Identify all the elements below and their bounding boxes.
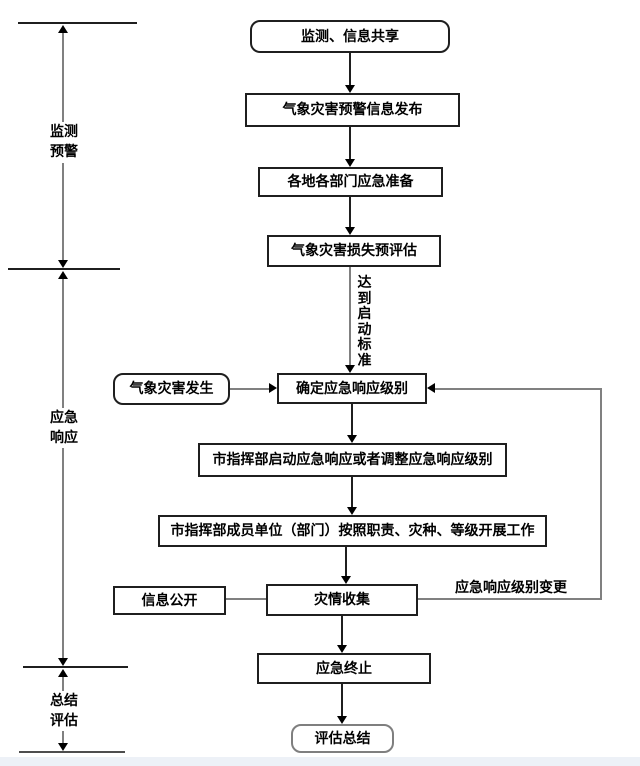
- flow-arrowhead-left: [427, 383, 435, 393]
- axis-arrowhead-up: [58, 271, 68, 279]
- node-info-disclosure: 信息公开: [113, 586, 226, 615]
- flow-connector-line: [349, 127, 351, 159]
- axis-arrowhead-up: [58, 669, 68, 677]
- side-connector-line: [230, 388, 269, 390]
- edge-label-level-change: 应急响应级别变更: [455, 580, 567, 596]
- node-warning-release: 气象灾害预警信息发布: [245, 93, 460, 127]
- phase-label-monitoring: 监测 预警: [40, 122, 88, 162]
- flow-connector-line: [345, 547, 347, 576]
- flow-arrowhead-down: [345, 365, 355, 373]
- axis-line-segment: [62, 448, 64, 658]
- phase-label-line: 评估: [50, 713, 78, 729]
- node-terminate: 应急终止: [257, 653, 431, 684]
- axis-line-segment: [62, 677, 64, 691]
- node-collect-disaster: 灾情收集: [266, 584, 418, 616]
- node-start-response: 市指挥部启动应急响应或者调整应急响应级别: [198, 443, 507, 477]
- flow-arrowhead-down: [347, 507, 357, 515]
- axis-arrowhead-down: [58, 743, 68, 751]
- flow-arrowhead-down: [337, 645, 347, 653]
- axis-line-segment: [62, 163, 64, 260]
- phase-divider: [8, 268, 120, 270]
- side-connector-line: [226, 598, 266, 600]
- node-pre-assessment: 气象灾害损失预评估: [267, 235, 441, 267]
- flow-connector-line: [349, 53, 351, 85]
- phase-label-line: 监测: [50, 124, 78, 140]
- flow-arrowhead-right: [269, 383, 277, 393]
- flow-arrowhead-down: [347, 435, 357, 443]
- axis-arrowhead-down: [58, 658, 68, 666]
- feedback-loop-vertical-line: [600, 389, 602, 600]
- phase-label-line: 响应: [50, 430, 78, 446]
- flow-connector-line: [341, 684, 343, 716]
- feedback-loop-bottom-line: [418, 598, 602, 600]
- node-preparation: 各地各部门应急准备: [258, 167, 443, 197]
- flow-connector-line: [349, 197, 351, 227]
- flow-arrowhead-down: [341, 576, 351, 584]
- axis-bottom-line: [19, 751, 125, 753]
- feedback-loop-top-line: [435, 388, 602, 390]
- flow-arrowhead-down: [345, 227, 355, 235]
- bottom-strip: [0, 757, 640, 766]
- node-determine-level: 确定应急响应级别: [277, 373, 427, 404]
- axis-line-segment: [62, 33, 64, 122]
- node-start: 监测、信息共享: [250, 20, 450, 53]
- node-members-work: 市指挥部成员单位（部门）按照职责、灾种、等级开展工作: [158, 515, 547, 547]
- phase-divider: [23, 666, 128, 668]
- flow-arrowhead-down: [337, 716, 347, 724]
- flow-connector-line: [349, 267, 351, 365]
- flow-arrowhead-down: [345, 85, 355, 93]
- phase-label-line: 预警: [50, 144, 78, 160]
- phase-label-line: 总结: [50, 693, 78, 709]
- node-evaluate: 评估总结: [291, 724, 394, 753]
- axis-line-segment: [62, 279, 64, 408]
- node-disaster-occurs: 气象灾害发生: [113, 373, 230, 405]
- phase-label-response: 应急 响应: [40, 408, 88, 448]
- flow-arrowhead-down: [345, 159, 355, 167]
- flow-connector-line: [341, 616, 343, 645]
- phase-label-summary: 总结 评估: [40, 691, 88, 731]
- axis-line-segment: [62, 731, 64, 743]
- axis-top-line: [18, 22, 137, 24]
- axis-arrowhead-up: [58, 25, 68, 33]
- phase-label-line: 应急: [50, 410, 78, 426]
- flow-connector-line: [351, 477, 353, 507]
- edge-label-reach-standard: 达到启动标准: [357, 275, 372, 369]
- axis-arrowhead-down: [58, 260, 68, 268]
- flow-connector-line: [351, 404, 353, 435]
